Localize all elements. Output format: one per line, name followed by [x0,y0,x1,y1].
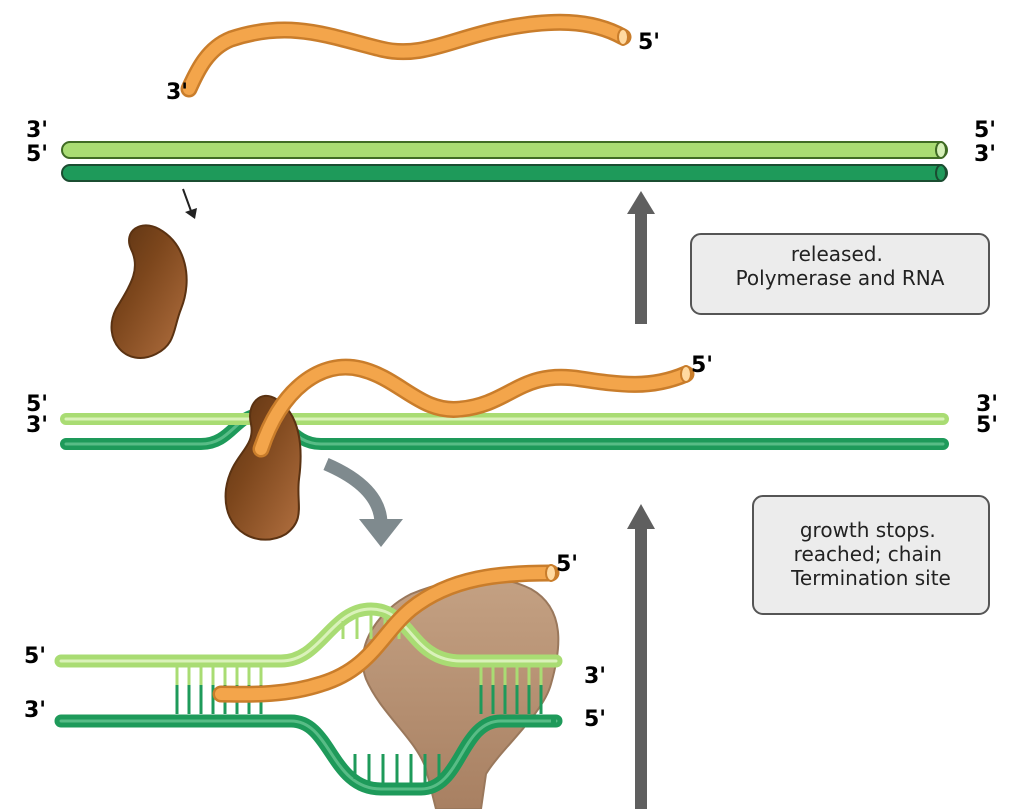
end-label: 5' [584,707,606,732]
released-dna [61,141,948,182]
termination-stage: 5' 3' 5' 5' 3' [26,353,998,547]
svg-text:growth stops. reached; c: growth stops. reached; chain Termination… [790,518,951,590]
release-pointer [182,188,192,212]
base-pairs-left [479,685,543,714]
process-arrow [627,504,655,809]
end-label: 5' [638,30,660,55]
release-arrow [323,458,388,525]
end-label: 5' [24,644,46,669]
released-stage: 5' 3' 3' 5' 5' 3' [26,13,996,359]
label-box-termination: growth stops. reached; chain Termination… [752,495,990,615]
end-label: 5' [26,392,48,417]
rna-polymerase [224,394,302,541]
end-label: 5' [26,142,48,167]
end-label: 3' [166,80,188,105]
elongation-stage: 3' 5' 5' 3' 5' [24,552,606,809]
end-label: 3' [584,664,606,689]
label-line: Termination site [790,566,951,590]
label-line: released. [791,242,883,266]
end-label: 3' [976,392,998,417]
label-line: Polymerase and RNA [736,266,945,290]
end-label: 5' [976,413,998,438]
end-label: 3' [974,142,996,167]
end-label: 3' [26,118,48,143]
process-arrow [627,191,655,324]
end-label: 3' [24,698,46,723]
end-label: 5' [974,118,996,143]
label-line: growth stops. [800,518,936,542]
released-polymerase [110,224,188,359]
label-box-release: released. Polymerase and RNA [690,233,990,315]
end-label: 5' [691,353,713,378]
svg-text:released. Polymerase and: released. Polymerase and RNA [736,242,945,290]
label-line: reached; chain [794,542,942,566]
end-label: 5' [556,552,578,577]
end-label: 3' [26,413,48,438]
